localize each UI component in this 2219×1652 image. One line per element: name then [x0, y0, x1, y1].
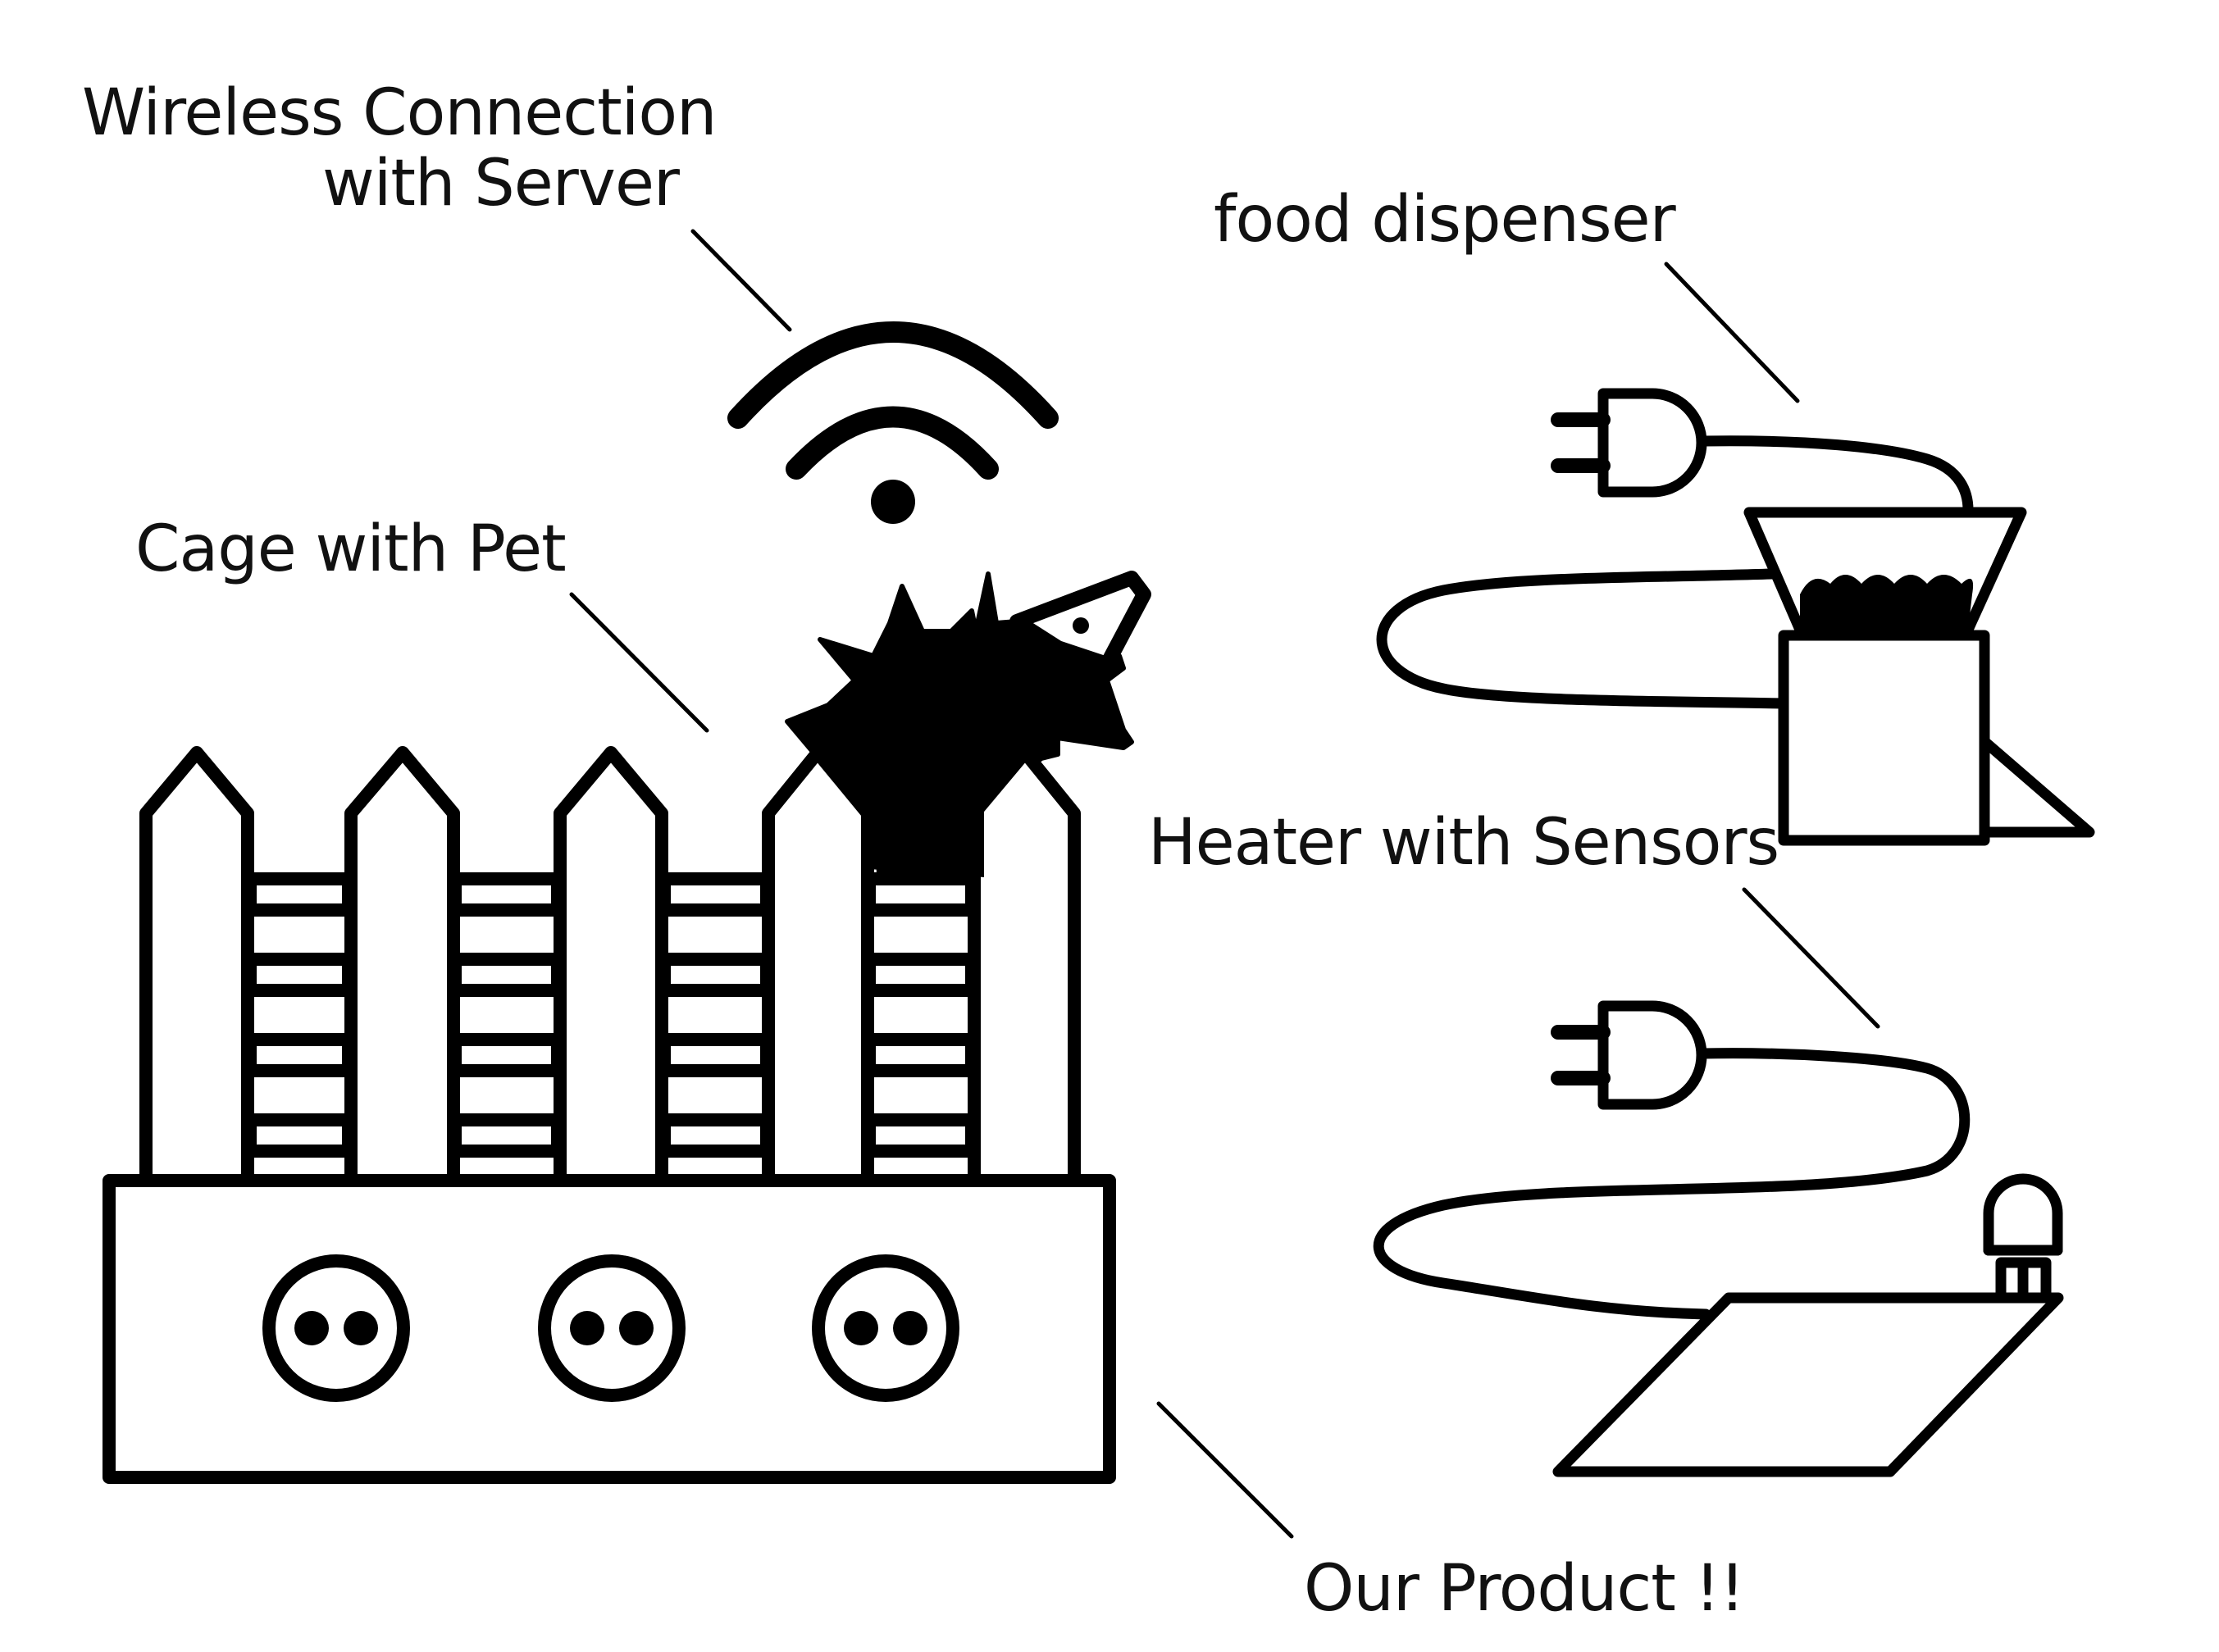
wifi-icon [727, 321, 1059, 524]
plug-icon [1551, 388, 1707, 498]
leader-line-heater [1742, 887, 1880, 1029]
heating-pad-icon [1373, 1000, 2064, 1477]
fence-picket [968, 746, 1081, 1191]
dispenser-body [1778, 630, 1990, 846]
leader-line-wireless [690, 229, 792, 332]
leader-line-cage [569, 592, 709, 733]
product-base [103, 1174, 1116, 1484]
food-dispenser-icon [1376, 388, 2095, 846]
fence-picket [139, 746, 254, 1191]
leader-lines [569, 229, 1880, 1539]
label-heater-with-sensors: Heater with Sensors [1148, 806, 1779, 880]
sensor-icon [1983, 1173, 2063, 1304]
label-wireless-line-1: Wireless Connection [82, 76, 718, 150]
socket [262, 1254, 410, 1402]
dispenser-cord [1696, 435, 1974, 516]
fence-pickets [139, 746, 1081, 1191]
leader-line-product [1156, 1401, 1294, 1539]
label-our-product: Our Product !! [1304, 1552, 1745, 1626]
label-food-dispenser: food dispenser [1214, 183, 1676, 257]
socket [812, 1254, 959, 1402]
label-cage-with-pet: Cage with Pet [135, 512, 567, 586]
power-strip-icon [103, 1174, 1116, 1484]
label-wireless-connection: Wireless Connection with Server [82, 76, 718, 221]
leader-line-food-dispenser [1664, 262, 1800, 403]
fence-picket [344, 746, 460, 1191]
label-wireless-line-2: with Server [321, 147, 680, 221]
socket [538, 1254, 686, 1402]
plug-icon [1551, 1000, 1707, 1110]
fence-icon [139, 746, 1081, 1191]
dispenser-cord-loop [1376, 568, 1789, 709]
fence-picket [762, 746, 874, 1191]
heater-pad [1552, 1292, 2064, 1477]
fence-picket [554, 746, 668, 1191]
heater-cord [1373, 1048, 1971, 1320]
hedgehog-icon [785, 571, 1151, 880]
dispenser-chute [1971, 732, 2095, 838]
